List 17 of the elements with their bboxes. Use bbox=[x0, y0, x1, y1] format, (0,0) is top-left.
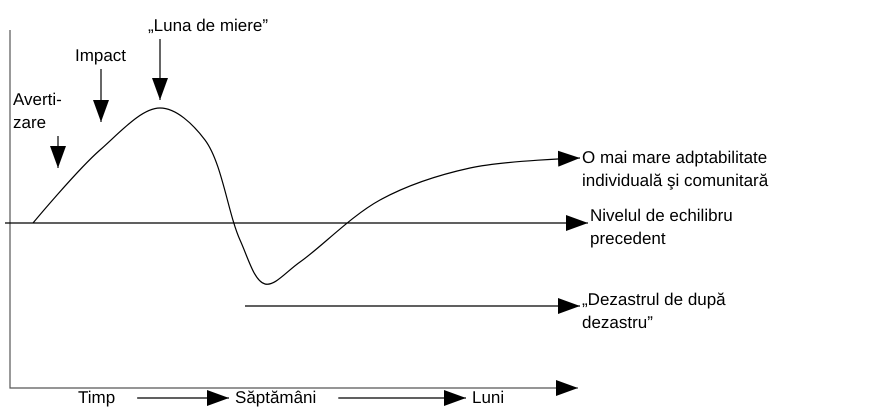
label-text: Timp bbox=[78, 386, 116, 409]
label-text: Săptămâni bbox=[235, 386, 316, 409]
label-text: Nivelul de echilibru precedent bbox=[590, 204, 790, 250]
arrow bbox=[245, 298, 580, 314]
label-text: O mai mare adptabilitate individuală şi comunitară bbox=[582, 146, 817, 192]
arrow bbox=[93, 69, 109, 122]
arrow bbox=[50, 136, 66, 168]
label-text: Luni bbox=[472, 386, 504, 409]
curve-arrow bbox=[32, 107, 580, 285]
arrow bbox=[137, 390, 229, 406]
label-text: „Dezastrul de după dezastru” bbox=[582, 288, 757, 334]
arrow bbox=[152, 39, 168, 100]
label-text: „Luna de miere” bbox=[148, 14, 268, 37]
label-text: Averti-zare bbox=[13, 88, 67, 134]
label-text: Impact bbox=[75, 44, 126, 67]
arrow bbox=[338, 390, 466, 406]
arrow bbox=[5, 215, 588, 231]
